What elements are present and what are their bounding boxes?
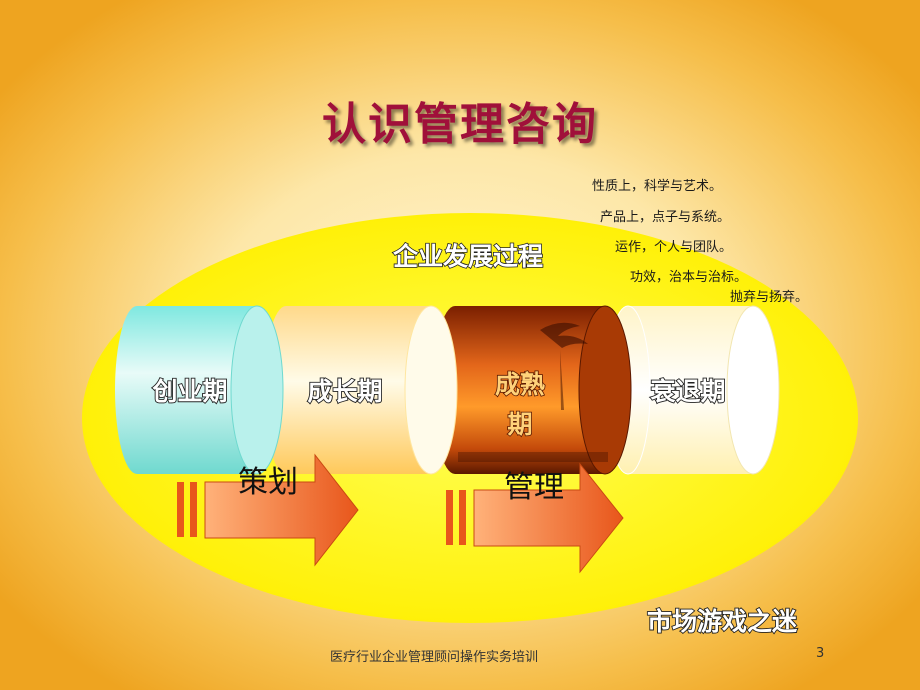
management-arrow (446, 462, 624, 574)
cylinder-growth (264, 305, 458, 475)
stage-label-growth: 成长期 (307, 377, 382, 406)
stage-label-mature-line1: 成熟 (495, 370, 545, 399)
stage-label-startup: 创业期 (151, 377, 227, 406)
planning-arrow (177, 453, 359, 567)
slide-title: 认识管理咨询 (322, 99, 598, 150)
stage-label-mature-line2: 期 (507, 410, 532, 439)
management-label: 管理 (504, 470, 564, 505)
stage-label-decline: 衰退期 (649, 377, 725, 406)
cylinder-startup (115, 305, 284, 475)
process-label: 企业发展过程 (393, 242, 543, 271)
cylinder-mature (433, 305, 632, 475)
planning-label: 策划 (238, 465, 298, 500)
footer-text: 医疗行业企业管理顾问操作实务培训 (330, 650, 539, 665)
page-number: 3 (816, 646, 825, 661)
market-game-label: 市场游戏之迷 (647, 607, 798, 636)
